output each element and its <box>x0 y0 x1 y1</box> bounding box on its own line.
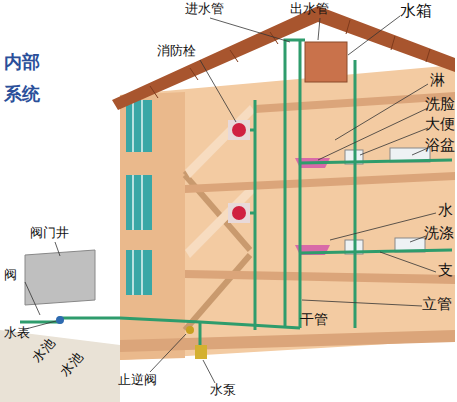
fire-hydrant <box>232 206 246 220</box>
part-label: 洗脸 <box>425 96 455 113</box>
part-label: 消防栓 <box>157 44 196 58</box>
window <box>126 175 152 230</box>
title-fragment: 系统 <box>4 84 40 104</box>
part-label: 洗涤 <box>424 225 454 242</box>
part-label: 阀门井 <box>30 226 69 240</box>
part-label: 大便 <box>425 116 455 133</box>
part-label: 出水管 <box>290 2 329 16</box>
building-wall <box>120 65 455 360</box>
part-label: 水 <box>438 202 453 219</box>
part-label: 水表 <box>4 326 30 340</box>
window <box>126 100 152 152</box>
part-label: 支 <box>438 262 453 279</box>
title-fragment: 内部 <box>4 52 40 72</box>
part-label: 浴盆 <box>425 137 455 154</box>
pipe <box>20 40 452 350</box>
part-label: 止逆阀 <box>118 373 157 387</box>
water-tank <box>305 42 347 82</box>
fire-hydrant <box>232 123 246 137</box>
part-label: 水箱 <box>400 2 432 20</box>
part-label: 阀 <box>4 268 17 282</box>
valve-pit <box>25 250 95 305</box>
part-label: 立管 <box>422 296 452 313</box>
ground <box>0 330 120 402</box>
part-label: 进水管 <box>185 2 224 16</box>
part-label: 干管 <box>300 312 328 327</box>
part-label: 水泵 <box>210 383 236 397</box>
part-label: 淋 <box>430 72 445 89</box>
window <box>126 250 152 295</box>
